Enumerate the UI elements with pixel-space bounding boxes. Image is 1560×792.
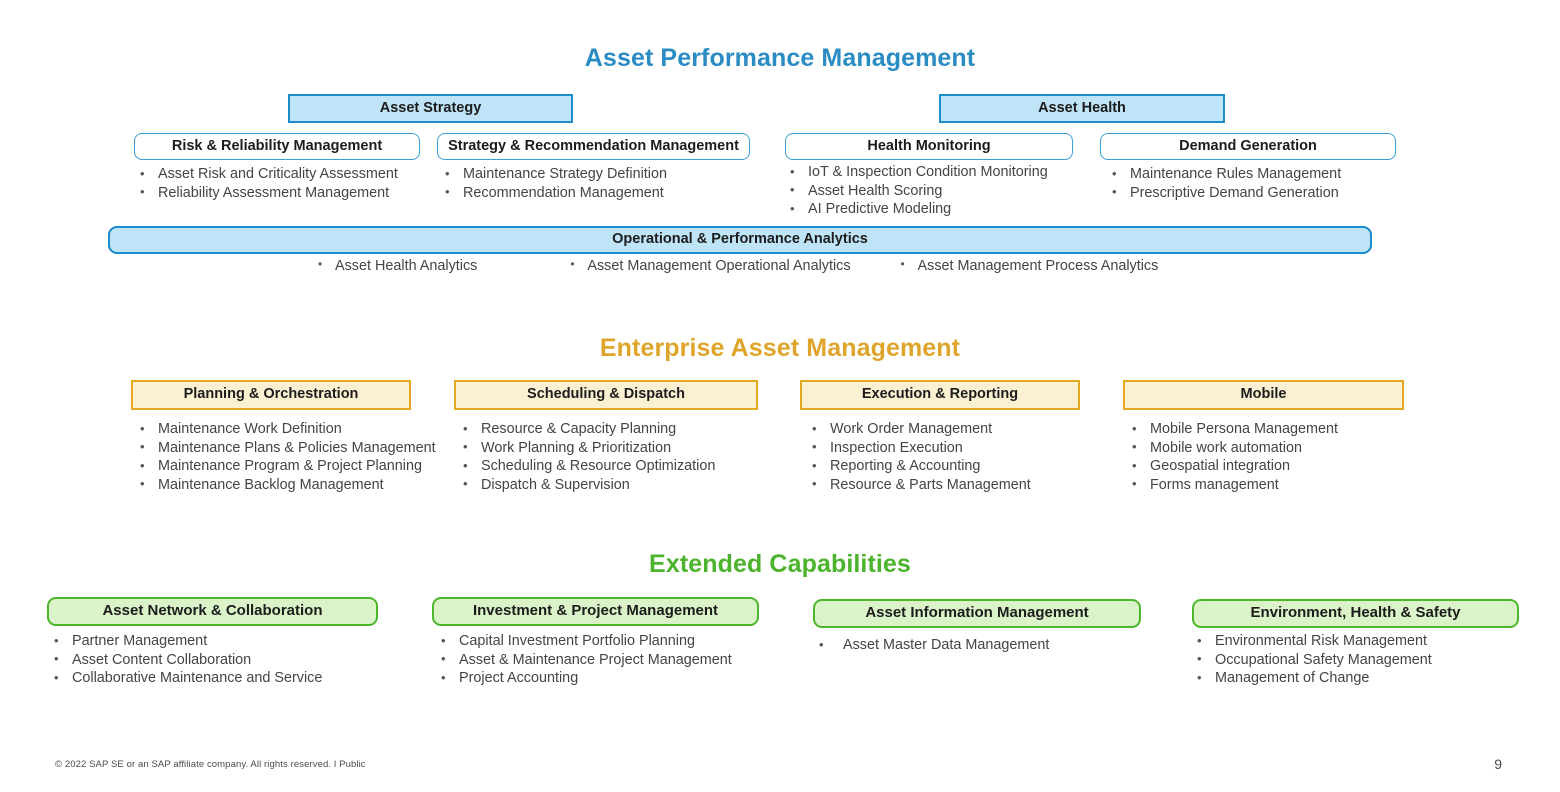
footer-copyright: © 2022 SAP SE or an SAP affiliate compan… [55,759,366,770]
list-item: Asset Management Process Analytics [898,257,1159,274]
capability-strategy-recommendation-management[interactable]: Strategy & Recommendation Management [437,133,750,160]
list-item: Environmental Risk Management [1193,632,1432,651]
list-item: Work Planning & Prioritization [459,438,715,458]
list-item: Resource & Capacity Planning [459,420,715,439]
capability-scheduling-dispatch-label: Scheduling & Dispatch [527,386,685,403]
list-item: Asset & Maintenance Project Management [437,650,732,670]
capability-environment-health-safety-label: Environment, Health & Safety [1250,604,1461,622]
list-item: Geospatial integration [1128,457,1338,476]
capability-planning-orchestration[interactable]: Planning & Orchestration [131,380,411,410]
list-item: Maintenance Rules Management [1108,165,1341,184]
analytics-items: Asset Health Analytics Asset Management … [315,257,1159,274]
list-item: Scheduling & Resource Optimization [459,457,715,476]
capability-execution-reporting-items: Work Order Management Inspection Executi… [808,420,1031,494]
list-item: Recommendation Management [441,183,667,203]
list-item: Maintenance Program & Project Planning [136,457,436,476]
list-item: Forms management [1128,475,1338,495]
capability-asset-information-management-label: Asset Information Management [865,604,1089,622]
list-item: Asset Content Collaboration [50,650,322,670]
list-item: Partner Management [50,632,322,651]
list-item: AI Predictive Modeling [786,200,1048,219]
capability-health-monitoring-label: Health Monitoring [867,137,991,154]
capability-planning-orchestration-items: Maintenance Work Definition Maintenance … [136,420,436,494]
capability-operational-performance-analytics[interactable]: Operational & Performance Analytics [108,226,1372,254]
list-item: Collaborative Maintenance and Service [50,669,322,688]
list-item: Capital Investment Portfolio Planning [437,632,732,651]
list-item: Occupational Safety Management [1193,650,1432,670]
list-item: Reliability Assessment Management [136,183,398,203]
capability-mobile-label: Mobile [1240,386,1287,403]
list-item: Maintenance Strategy Definition [441,165,667,184]
list-item: Dispatch & Supervision [459,475,715,495]
list-item: Asset Management Operational Analytics [567,257,850,274]
capability-demand-generation[interactable]: Demand Generation [1100,133,1396,160]
pillar-asset-strategy[interactable]: Asset Strategy [288,94,573,123]
capability-operational-performance-analytics-label: Operational & Performance Analytics [612,231,868,248]
list-item: Asset Risk and Criticality Assessment [136,165,398,184]
list-item: Maintenance Work Definition [136,420,436,439]
capability-planning-orchestration-label: Planning & Orchestration [183,386,359,403]
list-item: Mobile Persona Management [1128,420,1338,439]
section-title-enterprise-asset-management: Enterprise Asset Management [599,334,961,362]
capability-health-monitoring-items: IoT & Inspection Condition Monitoring As… [786,163,1048,219]
capability-mobile-items: Mobile Persona Management Mobile work au… [1128,420,1338,494]
list-item: Asset Health Analytics [315,257,477,274]
page-number: 9 [1494,756,1502,772]
capability-asset-information-management[interactable]: Asset Information Management [813,599,1141,628]
list-item: Prescriptive Demand Generation [1108,183,1341,203]
list-item: Maintenance Plans & Policies Management [136,438,436,458]
list-item: Maintenance Backlog Management [136,475,436,495]
list-item: Resource & Parts Management [808,475,1031,495]
capability-investment-project-management-label: Investment & Project Management [472,602,719,620]
list-item: Asset Master Data Management [815,636,1049,655]
section-title-extended-capabilities: Extended Capabilities [649,550,911,578]
capability-environment-health-safety-items: Environmental Risk Management Occupation… [1193,632,1432,688]
capability-execution-reporting[interactable]: Execution & Reporting [800,380,1080,410]
pillar-asset-health[interactable]: Asset Health [939,94,1225,123]
capability-investment-project-management-items: Capital Investment Portfolio Planning As… [437,632,732,688]
pillar-asset-health-label: Asset Health [1038,99,1126,116]
capability-asset-network-collaboration-items: Partner Management Asset Content Collabo… [50,632,322,688]
capability-asset-network-collaboration-label: Asset Network & Collaboration [102,602,323,620]
capability-investment-project-management[interactable]: Investment & Project Management [432,597,759,626]
list-item: Management of Change [1193,669,1432,688]
capability-risk-reliability-management-label: Risk & Reliability Management [171,137,383,154]
list-item: Asset Health Scoring [786,181,1048,201]
capability-mobile[interactable]: Mobile [1123,380,1404,410]
list-item: Work Order Management [808,420,1031,439]
capability-health-monitoring[interactable]: Health Monitoring [785,133,1073,160]
pillar-asset-strategy-label: Asset Strategy [379,99,482,116]
capability-asset-network-collaboration[interactable]: Asset Network & Collaboration [47,597,378,626]
capability-scheduling-dispatch[interactable]: Scheduling & Dispatch [454,380,758,410]
list-item: Mobile work automation [1128,438,1338,458]
capability-scheduling-dispatch-items: Resource & Capacity Planning Work Planni… [459,420,715,494]
list-item: Reporting & Accounting [808,457,1031,476]
capability-asset-information-management-items: Asset Master Data Management [815,636,1049,655]
capability-demand-generation-label: Demand Generation [1179,137,1317,154]
capability-strategy-recommendation-management-label: Strategy & Recommendation Management [448,137,739,154]
list-item: IoT & Inspection Condition Monitoring [786,163,1048,182]
capability-environment-health-safety[interactable]: Environment, Health & Safety [1192,599,1519,628]
capability-execution-reporting-label: Execution & Reporting [861,386,1019,403]
section-title-asset-performance-management: Asset Performance Management [584,44,976,72]
capability-strategy-recommendation-management-items: Maintenance Strategy Definition Recommen… [441,165,667,202]
list-item: Inspection Execution [808,438,1031,458]
capability-risk-reliability-management-items: Asset Risk and Criticality Assessment Re… [136,165,398,202]
capability-risk-reliability-management[interactable]: Risk & Reliability Management [134,133,420,160]
list-item: Project Accounting [437,669,732,688]
capability-demand-generation-items: Maintenance Rules Management Prescriptiv… [1108,165,1341,202]
